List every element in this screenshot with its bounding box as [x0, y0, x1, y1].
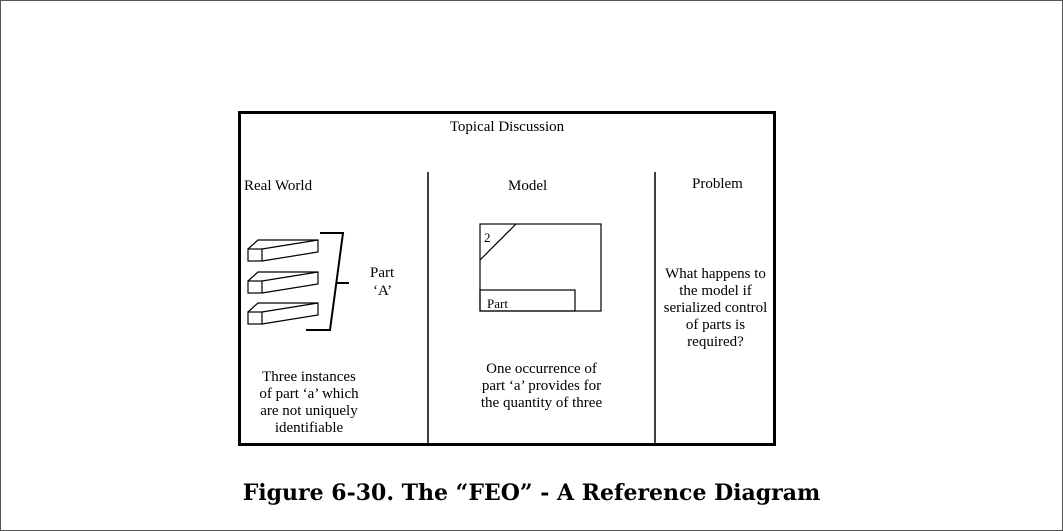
- diagram-title: Topical Discussion: [449, 119, 565, 135]
- part-label-line2: ‘A’: [373, 283, 393, 299]
- problem-heading: Problem: [692, 176, 743, 192]
- problem-description-line: the model if: [679, 283, 752, 299]
- problem-description-line: What happens to: [665, 266, 766, 282]
- model-description-line: part ‘a’ provides for: [481, 378, 602, 394]
- model-corner-number: 2: [484, 230, 491, 245]
- model-box: [479, 223, 602, 312]
- real-world-description-line: identifiable: [274, 420, 344, 436]
- part-instance-2: [247, 271, 319, 294]
- model-heading: Model: [508, 178, 548, 194]
- figure-caption: Figure 6-30. The “FEO” - A Reference Dia…: [242, 480, 821, 506]
- problem-description-line: of parts is: [685, 317, 746, 333]
- real-world-description-line: of part ‘a’ which: [259, 386, 359, 402]
- real-world-description-line: are not uniquely: [260, 403, 358, 419]
- part-instance-3: [247, 302, 319, 325]
- real-world-heading: Real World: [244, 178, 313, 194]
- problem-description-line: serialized control: [663, 300, 768, 316]
- model-description-line: One occurrence of: [486, 361, 597, 377]
- model-part-label: Part: [487, 296, 508, 311]
- problem-description-line: required?: [687, 334, 744, 350]
- figure-box: [238, 111, 776, 446]
- model-description-line: the quantity of three: [480, 395, 603, 411]
- real-world-description-line: Three instances: [262, 369, 356, 385]
- bracket: [306, 232, 349, 331]
- part-label-line1: Part: [370, 265, 395, 281]
- part-instance-1: [247, 239, 319, 262]
